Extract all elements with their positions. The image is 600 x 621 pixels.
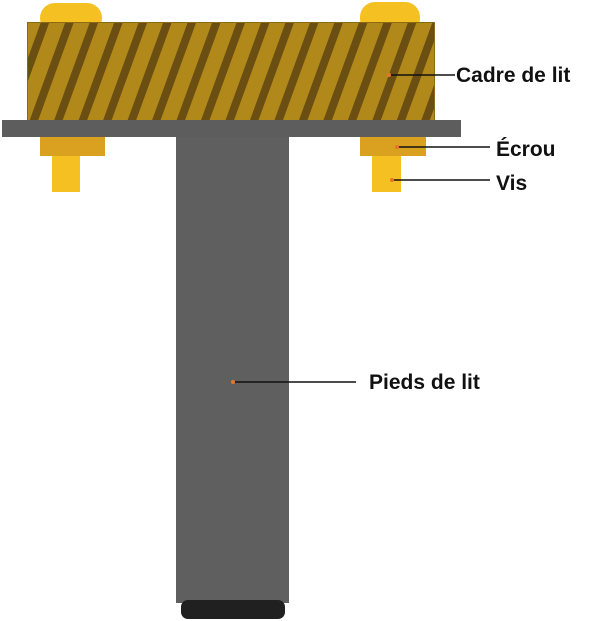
nut-leader — [395, 145, 490, 149]
frame-leader — [387, 73, 455, 77]
bed-leg — [176, 137, 289, 603]
bed-frame — [27, 22, 435, 122]
screw-right — [372, 156, 401, 192]
label-nut: Écrou — [496, 138, 556, 161]
label-screw: Vis — [496, 172, 527, 195]
mounting-plate — [2, 120, 461, 137]
screw-leader — [390, 178, 490, 182]
label-frame: Cadre de lit — [456, 64, 570, 87]
leg-foot — [181, 600, 285, 619]
nut-left — [40, 137, 105, 156]
label-legs: Pieds de lit — [369, 371, 480, 394]
legs-leader — [231, 380, 356, 384]
nut-right — [360, 137, 426, 156]
screw-left — [52, 156, 80, 192]
